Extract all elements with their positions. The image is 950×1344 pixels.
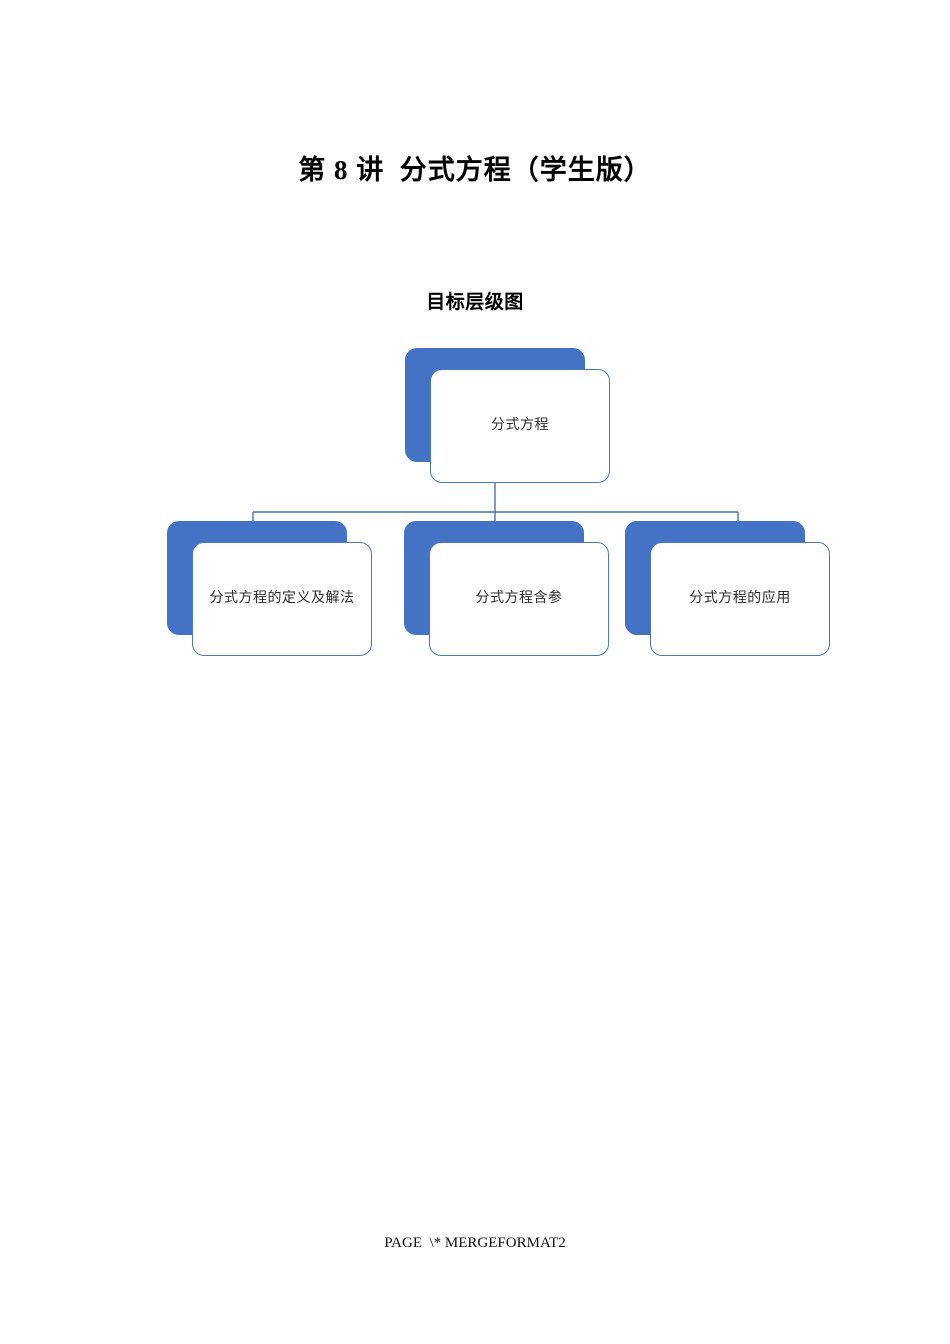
page-title: 第 8 讲 分式方程（学生版） [298, 155, 652, 185]
node-face-card: 分式方程 [430, 369, 610, 483]
page-footer: PAGE \* MERGEFORMAT2 [384, 1235, 566, 1251]
node-face-card: 分式方程含参 [429, 542, 609, 656]
node-label: 分式方程的应用 [689, 591, 791, 607]
node-face-card: 分式方程的应用 [650, 542, 830, 656]
node-label: 分式方程含参 [475, 591, 563, 607]
node-label: 分式方程 [491, 418, 549, 434]
node-label: 分式方程的定义及解法 [209, 591, 355, 607]
diagram-heading: 目标层级图 [426, 292, 524, 313]
node-face-card: 分式方程的定义及解法 [192, 542, 372, 656]
